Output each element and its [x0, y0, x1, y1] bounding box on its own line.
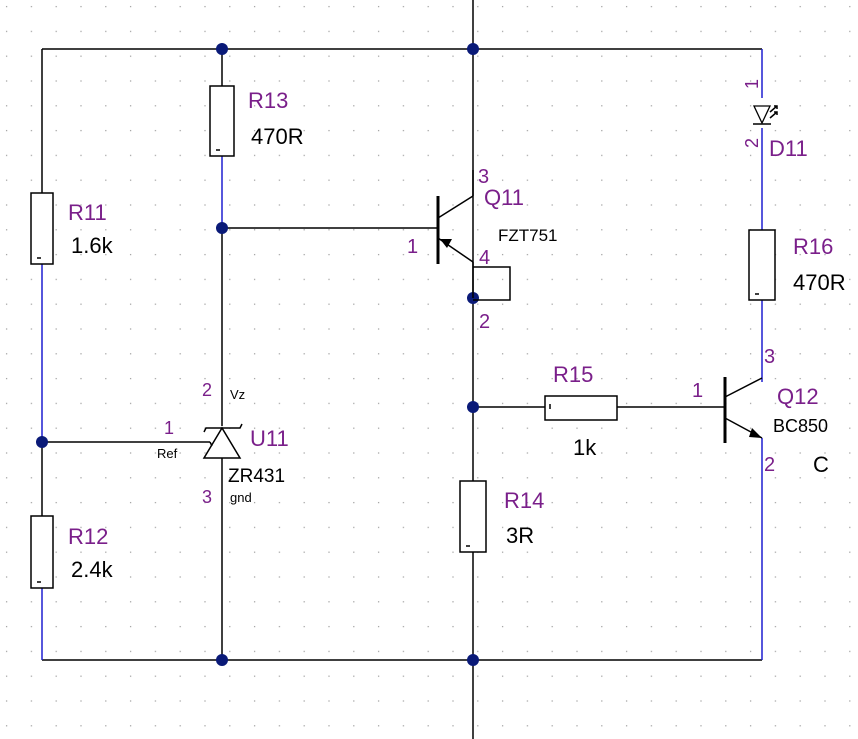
transistor-q12[interactable]: 3 Q12 1 BC850 2 C: [692, 346, 829, 477]
resistor-r15[interactable]: R15 1k: [544, 362, 618, 460]
r16-value: 470R: [793, 270, 846, 295]
junction-dot: [216, 222, 228, 234]
junction-dot: [467, 654, 479, 666]
r14-ref: R14: [504, 488, 544, 513]
r14-body: [459, 480, 487, 553]
resistor-r14[interactable]: R14 3R: [459, 480, 544, 553]
shunt-regulator-u11[interactable]: 2 Vz 1 Ref U11 ZR431 3 gnd: [157, 380, 289, 507]
resistor-r13[interactable]: R13 470R: [209, 85, 304, 157]
led-d11[interactable]: 1 2 D11: [742, 79, 808, 161]
r11-ref: R11: [68, 200, 107, 225]
q11-pin-emitter: 2: [479, 311, 490, 333]
u11-name-gnd: gnd: [230, 490, 252, 505]
q11-tab: [473, 266, 511, 301]
q11-ref: Q11: [484, 185, 524, 210]
u11-pin-ref: 1: [164, 418, 174, 438]
transistor-q11[interactable]: 3 Q11 FZT751 1 4 2: [407, 166, 558, 333]
q12-pin-base: 1: [692, 380, 703, 402]
q11-pin-collector: 3: [478, 166, 489, 188]
u11-ref: U11: [250, 426, 289, 451]
u11-cathode-bar: [203, 423, 243, 433]
wires: [41, 0, 763, 739]
u11-pin-vz: 2: [202, 380, 212, 400]
r14-value: 3R: [506, 523, 534, 548]
u11-name-vz: Vz: [230, 387, 245, 402]
q12-arrow: [749, 428, 762, 438]
r11-body: [30, 192, 54, 265]
q12-suffix: C: [813, 452, 829, 477]
q12-pin-collector: 3: [764, 346, 775, 368]
d11-pin-cathode: 2: [742, 138, 762, 148]
r16-ref: R16: [793, 234, 833, 259]
r16-body: [748, 229, 776, 301]
q12-collector-lead: [724, 377, 763, 398]
junction-dot: [467, 43, 479, 55]
r12-value: 2.4k: [71, 557, 114, 582]
r13-ref: R13: [248, 88, 288, 113]
u11-value: ZR431: [228, 466, 285, 487]
junction-dot: [216, 654, 228, 666]
resistor-r11[interactable]: R11 1.6k: [30, 192, 114, 265]
r15-body: [544, 395, 618, 421]
q11-value: FZT751: [498, 226, 558, 245]
q11-pin-base: 1: [407, 236, 418, 258]
r12-ref: R12: [68, 524, 108, 549]
u11-name-ref: Ref: [157, 446, 178, 461]
junctions: [36, 43, 479, 666]
q12-value: BC850: [773, 416, 828, 436]
q11-collector-lead: [437, 195, 474, 219]
junction-dot: [467, 401, 479, 413]
u11-pin-gnd: 3: [202, 487, 212, 507]
r12-body: [30, 515, 54, 589]
d11-ref: D11: [769, 136, 808, 161]
resistor-r16[interactable]: R16 470R: [748, 229, 846, 301]
r15-ref: R15: [553, 362, 593, 387]
resistor-r12[interactable]: R12 2.4k: [30, 515, 114, 589]
d11-triangle: [752, 105, 772, 125]
d11-pin-anode: 1: [742, 79, 762, 89]
junction-dot: [36, 436, 48, 448]
q11-pin-tab: 4: [479, 247, 490, 269]
u11-triangle: [202, 426, 242, 459]
q12-ref: Q12: [777, 384, 819, 409]
r13-value: 470R: [251, 124, 304, 149]
r13-body: [209, 85, 235, 157]
q12-pin-emitter: 2: [764, 454, 775, 476]
r15-value: 1k: [573, 435, 597, 460]
junction-dot: [216, 43, 228, 55]
q11-arrow: [440, 239, 452, 248]
r11-value: 1.6k: [71, 233, 114, 258]
